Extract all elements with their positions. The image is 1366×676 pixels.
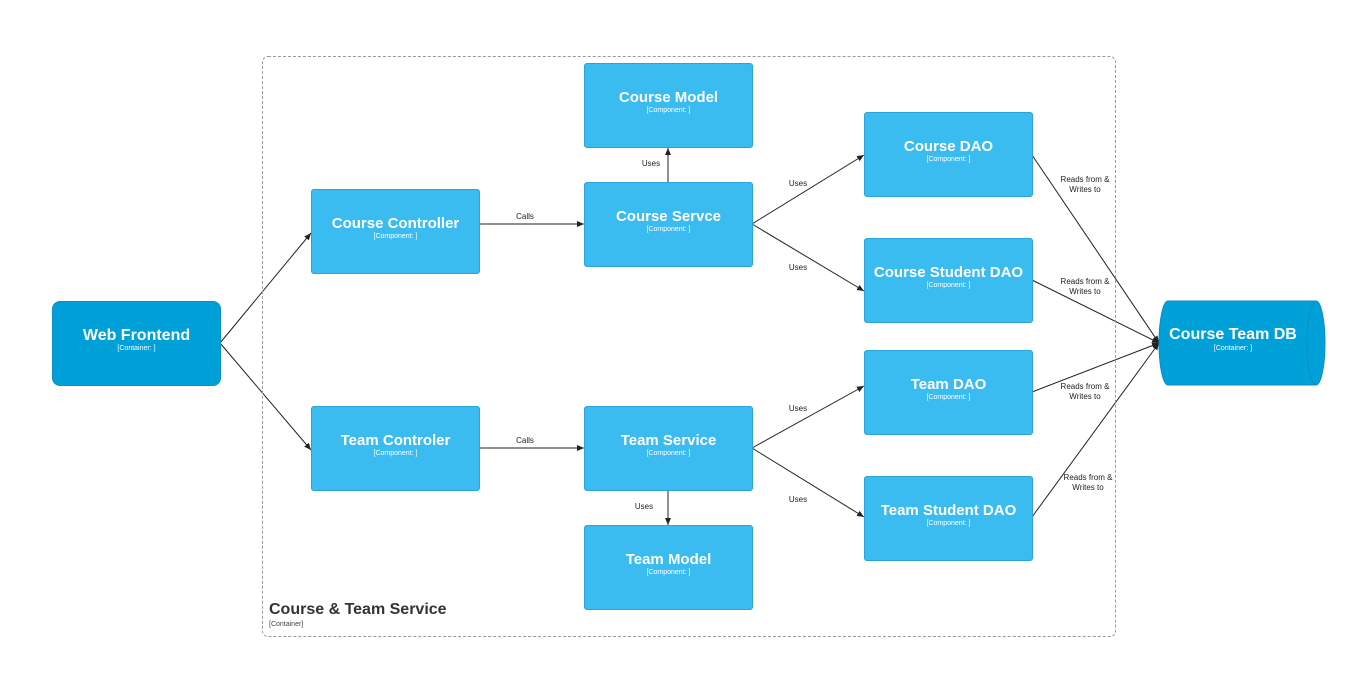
node-type: [Component: ] <box>926 282 971 289</box>
node-course-model[interactable]: Course Model [Component: ] <box>584 63 753 148</box>
edge-web-frontend-to-course-controller <box>219 232 312 344</box>
edge-label-uses: Uses <box>788 404 808 413</box>
edge-label-calls: Calls <box>516 212 534 221</box>
edge-team-student-dao-to-db <box>1031 342 1160 518</box>
node-course-team-db[interactable]: Course Team DB [Container: ] <box>1158 300 1308 386</box>
node-type: [Component: ] <box>373 450 418 457</box>
node-type: [Component: ] <box>926 156 971 163</box>
edge-label-uses: Uses <box>634 502 654 511</box>
edge-web-frontend-to-team-controler <box>219 342 312 451</box>
edge-label-uses: Uses <box>788 263 808 272</box>
node-course-student-dao[interactable]: Course Student DAO [Component: ] <box>864 238 1033 323</box>
node-team-dao[interactable]: Team DAO [Component: ] <box>864 350 1033 435</box>
edge-label-calls: Calls <box>516 436 534 445</box>
edge-label-line: Reads from & <box>1063 473 1113 482</box>
node-title: Course Model <box>618 89 719 106</box>
node-team-service[interactable]: Team Service [Component: ] <box>584 406 753 491</box>
edge-team-service-to-team-dao <box>751 385 865 449</box>
node-title: Team Student DAO <box>880 502 1017 519</box>
node-title: Team Controler <box>340 432 451 449</box>
node-type: [Component: ] <box>646 450 691 457</box>
edge-label-reads-writes: Reads from & Writes to <box>1055 277 1115 297</box>
node-type: [Component: ] <box>373 233 418 240</box>
node-course-controller[interactable]: Course Controller [Component: ] <box>311 189 480 274</box>
node-title: Team DAO <box>910 376 987 393</box>
edge-label-line: Writes to <box>1069 287 1101 296</box>
edge-label-uses: Uses <box>788 495 808 504</box>
node-type: [Component: ] <box>646 569 691 576</box>
edge-course-student-dao-to-db <box>1031 279 1160 344</box>
node-team-model[interactable]: Team Model [Component: ] <box>584 525 753 610</box>
edge-label-reads-writes: Reads from & Writes to <box>1058 473 1118 493</box>
edge-course-service-to-course-dao <box>751 154 865 225</box>
edge-label-uses: Uses <box>641 159 661 168</box>
service-boundary: Course & Team Service [Container] <box>262 56 1116 637</box>
edge-label-line: Writes to <box>1069 392 1101 401</box>
node-title: Team Service <box>620 432 717 449</box>
node-web-frontend[interactable]: Web Frontend [Container: ] <box>52 301 221 386</box>
node-type: [Component: ] <box>926 394 971 401</box>
edge-course-service-to-course-student-dao <box>751 223 865 292</box>
edge-label-reads-writes: Reads from & Writes to <box>1055 175 1115 195</box>
node-team-controler[interactable]: Team Controler [Component: ] <box>311 406 480 491</box>
edge-label-line: Reads from & <box>1060 277 1110 286</box>
node-title: Course Student DAO <box>873 264 1024 281</box>
node-title: Course Servce <box>615 208 722 225</box>
node-course-service[interactable]: Course Servce [Component: ] <box>584 182 753 267</box>
node-type: [Container: ] <box>117 345 156 352</box>
node-title: Web Frontend <box>82 327 191 344</box>
boundary-title: Course & Team Service <box>269 601 447 618</box>
edge-label-line: Writes to <box>1072 483 1104 492</box>
node-title: Course Controller <box>331 215 460 232</box>
edge-course-dao-to-db <box>1031 154 1160 344</box>
node-title: Team Model <box>625 551 712 568</box>
node-type: [Component: ] <box>646 226 691 233</box>
edge-label-line: Reads from & <box>1060 382 1110 391</box>
edge-label-uses: Uses <box>788 179 808 188</box>
node-type: [Component: ] <box>926 520 971 527</box>
database-cylinder-shape <box>1158 300 1326 386</box>
node-title: Course Team DB <box>1169 326 1297 343</box>
node-title: Course DAO <box>903 138 994 155</box>
node-type: [Container: ] <box>1213 345 1253 352</box>
edge-label-line: Reads from & <box>1060 175 1110 184</box>
boundary-type: [Container] <box>269 621 304 628</box>
edge-label-reads-writes: Reads from & Writes to <box>1055 382 1115 402</box>
node-type: [Component: ] <box>646 107 691 114</box>
node-course-dao[interactable]: Course DAO [Component: ] <box>864 112 1033 197</box>
edge-label-line: Writes to <box>1069 185 1101 194</box>
edge-team-dao-to-db <box>1031 342 1160 393</box>
edge-team-service-to-team-student-dao <box>751 447 865 518</box>
node-team-student-dao[interactable]: Team Student DAO [Component: ] <box>864 476 1033 561</box>
